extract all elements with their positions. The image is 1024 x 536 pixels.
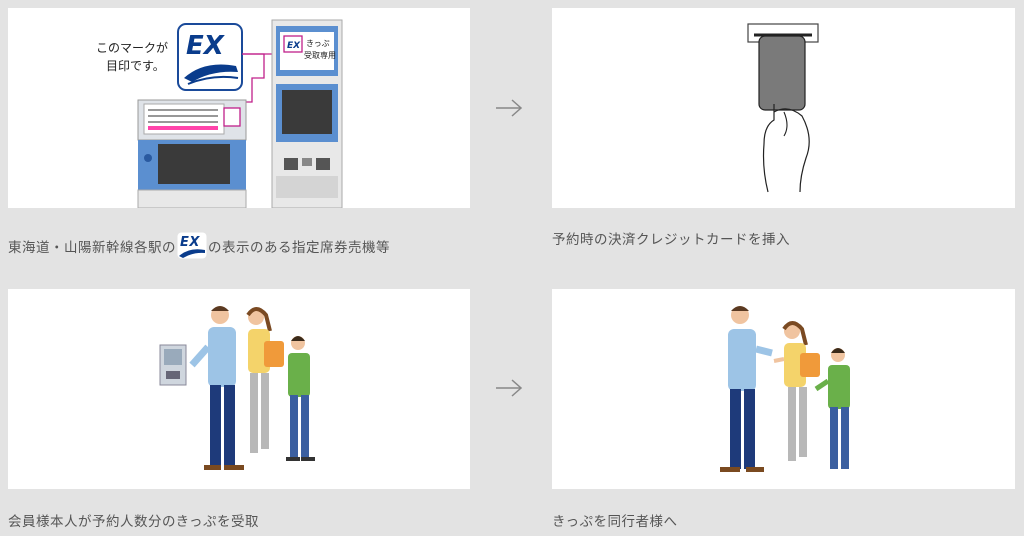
kiosk-label-line1: きっぷ [306, 39, 330, 48]
step-4-caption: きっぷを同行者様へ [552, 514, 678, 530]
ex-mark-icon: EX [177, 232, 207, 259]
callout-text-line1: このマークが [96, 40, 168, 55]
person-woman [246, 307, 284, 453]
step-1-caption: 東海道・山陽新幹線各駅の EX の表示のある指定席券売機等 [8, 232, 390, 259]
card-insert-illustration [747, 23, 819, 193]
kiosk-label-line2: 受取専用 [304, 50, 336, 60]
person-man [720, 306, 773, 472]
step-3-caption: 会員様本人が予約人数分のきっぷを受取 [8, 514, 260, 530]
step-1-image: このマークが 目印です。 EX [8, 8, 470, 208]
person-woman [773, 321, 820, 461]
step-3-image [8, 289, 470, 489]
hand-icon [762, 104, 810, 193]
ex-mark-icon: EX [177, 23, 243, 91]
step-1-caption-after: の表示のある指定席券売機等 [208, 239, 390, 256]
ex-badge-text: EX [180, 235, 200, 250]
hand-over-tickets-illustration [720, 306, 850, 472]
ticket-machine-right: EX きっぷ 受取専用 [271, 19, 343, 208]
step-2-caption: 予約時の決済クレジットカードを挿入 [552, 232, 790, 248]
ticket-machine-left [137, 99, 247, 208]
ex-mark-small: EX [287, 41, 301, 51]
arrow-right-icon [496, 379, 523, 397]
arrow-right-icon [496, 99, 523, 117]
callout-text-line2: 目印です。 [106, 59, 165, 73]
step-1-caption-before: 東海道・山陽新幹線各駅の [8, 239, 176, 256]
ticket-machines-illustration: このマークが 目印です。 EX [96, 19, 343, 208]
member-receive-illustration [159, 306, 315, 470]
ex-mark-text: EX [186, 31, 226, 61]
person-child [286, 336, 315, 461]
kiosk-icon [159, 344, 187, 386]
person-man [189, 306, 244, 470]
step-4-image [552, 289, 1015, 489]
step-2-image [552, 8, 1015, 208]
person-child [814, 348, 850, 469]
